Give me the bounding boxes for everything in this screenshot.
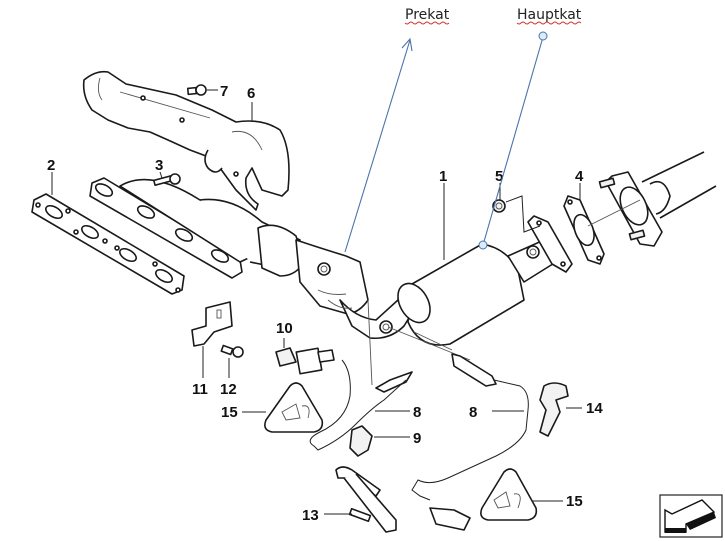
clip-part-9 (349, 425, 410, 457)
callout-13: 13 (302, 507, 319, 524)
holder-part-13 (324, 466, 397, 533)
callout-7: 7 (220, 83, 228, 100)
bolt-part-12 (220, 344, 244, 378)
heat-shield-part-6 (82, 70, 290, 211)
callout-14: 14 (586, 400, 603, 417)
arrow-head-icon (401, 37, 413, 52)
hauptkat-label: Hauptkat (517, 7, 582, 23)
oxygen-sensor-part-8-left (295, 299, 413, 451)
prekat-label: Prekat (405, 7, 450, 23)
clamp-part-14 (539, 382, 582, 437)
hauptkat-annotation: Hauptkat (478, 7, 582, 250)
callout-10: 10 (276, 320, 293, 337)
handle-circle-icon (478, 240, 488, 250)
callout-8-right: 8 (469, 404, 477, 421)
callout-8-left: 8 (413, 404, 421, 421)
callout-15-left: 15 (221, 404, 238, 421)
gasket-part-2 (31, 193, 185, 295)
oxygen-sensor-part-8-right (411, 353, 529, 531)
callout-2: 2 (47, 157, 55, 174)
warning-label-part-15-right (480, 468, 563, 521)
exhaust-manifold (89, 177, 421, 340)
callout-numbers: 2 3 7 6 1 5 4 10 11 12 15 8 8 9 14 15 13 (47, 83, 603, 524)
main-catalytic-converter-part-1 (387, 215, 573, 361)
callout-3: 3 (155, 157, 163, 174)
callout-1: 1 (439, 168, 447, 185)
callout-15-right: 15 (566, 493, 583, 510)
callout-5: 5 (495, 168, 503, 185)
exhaust-pipe-flange (587, 151, 717, 247)
callout-6: 6 (247, 85, 255, 102)
prekat-annotation: Prekat (344, 7, 450, 253)
flange-gasket-part-4 (563, 195, 605, 265)
leader-lines (51, 102, 581, 412)
bracket-part-11 (191, 301, 233, 378)
callout-12: 12 (220, 381, 237, 398)
warning-label-part-15-left (242, 382, 324, 433)
callout-11: 11 (192, 381, 208, 398)
bolt-part-3 (152, 173, 181, 187)
clip-part-10 (275, 338, 297, 367)
bolt-part-7 (186, 84, 218, 96)
hauptkat-pointer-line (482, 36, 544, 246)
orientation-arrow-logo (659, 494, 723, 538)
prekat-arrow-line (344, 39, 411, 253)
callout-4: 4 (575, 168, 584, 185)
handle-circle-icon (538, 31, 548, 41)
nut-part-5 (492, 195, 541, 233)
callout-9: 9 (413, 430, 421, 447)
